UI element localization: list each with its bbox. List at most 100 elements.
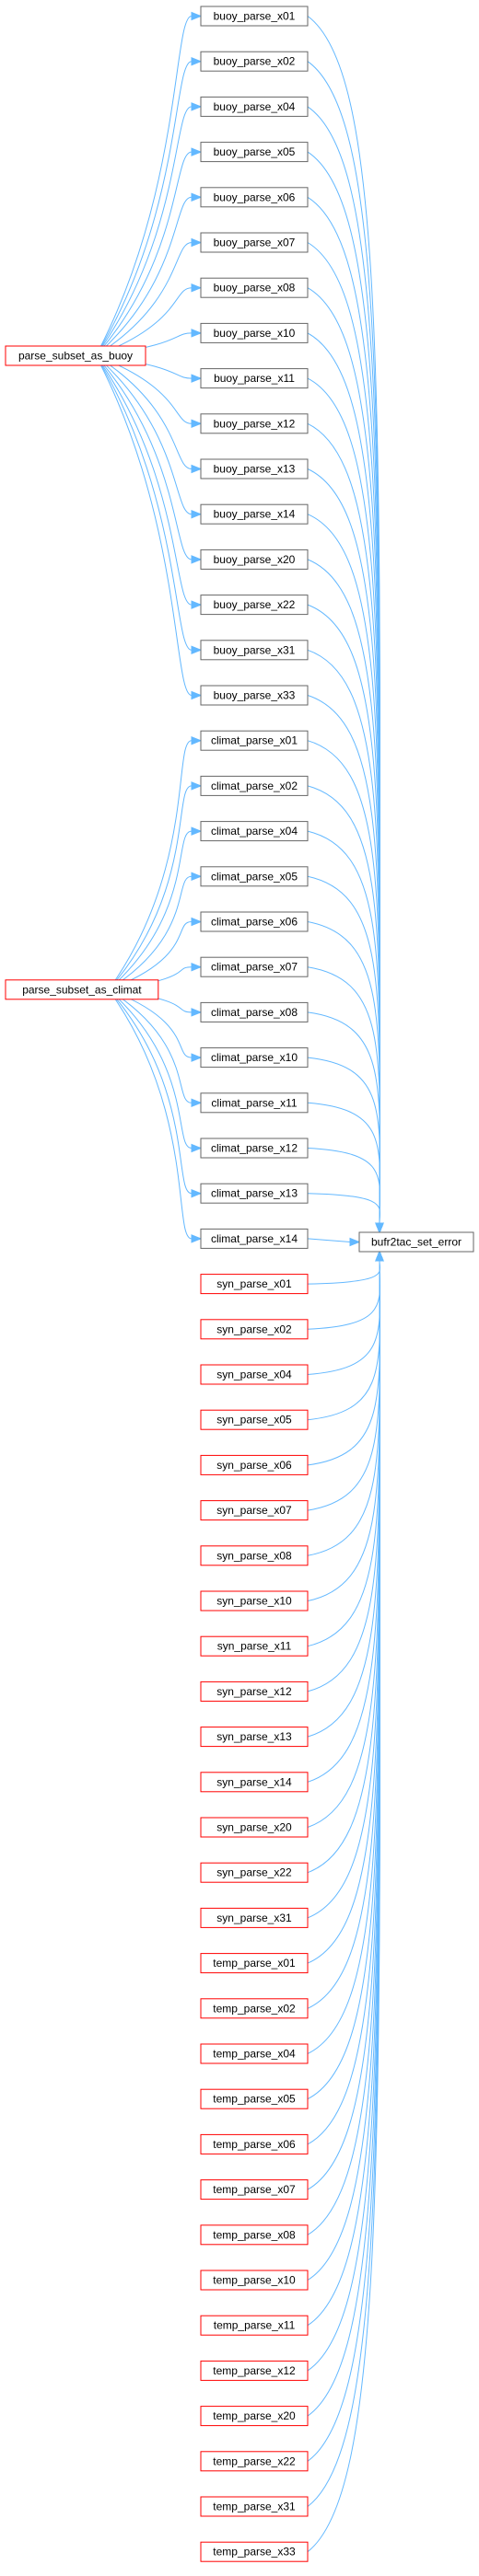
climat-parse-x01-node[interactable]: climat_parse_x01: [200, 730, 309, 751]
temp-parse-x11-node[interactable]: temp_parse_x11: [200, 2315, 309, 2336]
syn-parse-x20-node[interactable]: syn_parse_x20: [200, 1817, 309, 1838]
syn-parse-x14-node-box: [200, 1772, 309, 1793]
buoy-parse-x14-node[interactable]: buoy_parse_x14: [200, 503, 309, 525]
nodes-layer: parse_subset_as_buoy buoy_parse_x01 buoy_p…: [5, 6, 474, 2562]
buoy-parse-x33-node[interactable]: buoy_parse_x33: [200, 685, 309, 706]
edge-parse-subset-as-climat-to-climat-parse-x13: [111, 993, 203, 1198]
bufr2tac-set-error-node[interactable]: bufr2tac_set_error: [358, 1231, 474, 1253]
climat-parse-x14-node[interactable]: climat_parse_x14: [200, 1228, 309, 1249]
parse-subset-as-climat-node[interactable]: parse_subset_as_climat: [5, 979, 159, 1000]
temp-parse-x04-node[interactable]: temp_parse_x04: [200, 2043, 309, 2064]
buoy-parse-x07-node[interactable]: buoy_parse_x07: [200, 232, 309, 253]
buoy-parse-x31-node[interactable]: buoy_parse_x31: [200, 640, 309, 661]
buoy-parse-x22-node-label: buoy_parse_x22: [214, 598, 296, 611]
temp-parse-x06-node[interactable]: temp_parse_x06: [200, 2133, 309, 2154]
buoy-parse-x11-node[interactable]: buoy_parse_x11: [200, 368, 309, 389]
climat-parse-x12-node[interactable]: climat_parse_x12: [200, 1138, 309, 1159]
syn-parse-x13-node[interactable]: syn_parse_x13: [200, 1727, 309, 1748]
climat-parse-x08-node[interactable]: climat_parse_x08: [200, 1001, 309, 1022]
buoy-parse-x31-node-box: [200, 640, 309, 661]
buoy-parse-x10-node[interactable]: buoy_parse_x10: [200, 322, 309, 343]
syn-parse-x07-node[interactable]: syn_parse_x07: [200, 1500, 309, 1521]
buoy-parse-x08-node[interactable]: buoy_parse_x08: [200, 277, 309, 298]
syn-parse-x08-node-box: [200, 1545, 309, 1566]
syn-parse-x06-node[interactable]: syn_parse_x06: [200, 1454, 309, 1475]
climat-parse-x14-node-label: climat_parse_x14: [211, 1232, 298, 1245]
syn-parse-x06-node-label: syn_parse_x06: [216, 1459, 292, 1472]
syn-parse-x12-node[interactable]: syn_parse_x12: [200, 1681, 309, 1702]
temp-parse-x02-node-box: [200, 1998, 309, 2019]
buoy-parse-x02-node-label: buoy_parse_x02: [214, 55, 296, 68]
buoy-parse-x33-node-box: [200, 685, 309, 706]
temp-parse-x02-node[interactable]: temp_parse_x02: [200, 1998, 309, 2019]
syn-parse-x10-node[interactable]: syn_parse_x10: [200, 1590, 309, 1611]
edge-parse-subset-as-climat-to-climat-parse-x06-arrowhead: [191, 917, 203, 927]
buoy-parse-x13-node[interactable]: buoy_parse_x13: [200, 458, 309, 479]
buoy-parse-x05-node[interactable]: buoy_parse_x05: [200, 142, 309, 163]
edge-syn-parse-x20-to-target: [307, 1250, 384, 1828]
edge-syn-parse-x11-to-target: [307, 1250, 384, 1647]
buoy-parse-x04-node[interactable]: buoy_parse_x04: [200, 96, 309, 117]
climat-parse-x05-node[interactable]: climat_parse_x05: [200, 866, 309, 887]
edge-buoy-parse-x12-to-target: [307, 422, 384, 1234]
buoy-parse-x12-node[interactable]: buoy_parse_x12: [200, 413, 309, 434]
temp-parse-x07-node-box: [200, 2179, 309, 2201]
climat-parse-x02-node[interactable]: climat_parse_x02: [200, 775, 309, 796]
edge-syn-parse-x05-to-target: [307, 1250, 384, 1421]
climat-parse-x13-node[interactable]: climat_parse_x13: [200, 1183, 309, 1204]
edge-climat-parse-x08-to-target: [307, 1011, 384, 1234]
climat-parse-x06-node[interactable]: climat_parse_x06: [200, 911, 309, 932]
temp-parse-x07-node-label: temp_parse_x07: [213, 2183, 296, 2196]
temp-parse-x08-node[interactable]: temp_parse_x08: [200, 2224, 309, 2246]
climat-parse-x07-node[interactable]: climat_parse_x07: [200, 956, 309, 977]
syn-parse-x11-node[interactable]: syn_parse_x11: [200, 1635, 309, 1657]
edge-parse-subset-as-buoy-to-buoy-parse-x33-arrowhead: [191, 690, 203, 700]
syn-parse-x31-node-label: syn_parse_x31: [216, 1912, 292, 1924]
temp-parse-x31-node[interactable]: temp_parse_x31: [200, 2496, 309, 2517]
temp-parse-x07-node[interactable]: temp_parse_x07: [200, 2179, 309, 2201]
syn-parse-x14-node[interactable]: syn_parse_x14: [200, 1772, 309, 1793]
climat-parse-x02-node-label: climat_parse_x02: [211, 780, 298, 792]
buoy-parse-x20-node[interactable]: buoy_parse_x20: [200, 549, 309, 570]
buoy-parse-x01-node[interactable]: buoy_parse_x01: [200, 6, 309, 27]
parse-subset-as-buoy-node-label: parse_subset_as_buoy: [18, 350, 133, 363]
buoy-parse-x22-node[interactable]: buoy_parse_x22: [200, 595, 309, 616]
climat-parse-x04-node[interactable]: climat_parse_x04: [200, 821, 309, 842]
edge-parse-subset-as-climat-to-climat-parse-x02-arrowhead: [191, 781, 203, 791]
buoy-parse-x20-node-box: [200, 549, 309, 570]
temp-parse-x33-node[interactable]: temp_parse_x33: [200, 2541, 309, 2562]
climat-parse-x01-node-label: climat_parse_x01: [211, 734, 298, 747]
syn-parse-x02-node[interactable]: syn_parse_x02: [200, 1319, 309, 1340]
temp-parse-x04-node-label: temp_parse_x04: [213, 2048, 296, 2061]
temp-parse-x20-node[interactable]: temp_parse_x20: [200, 2406, 309, 2427]
climat-parse-x11-node-box: [200, 1092, 309, 1114]
temp-parse-x12-node[interactable]: temp_parse_x12: [200, 2360, 309, 2381]
syn-parse-x05-node-box: [200, 1409, 309, 1430]
temp-parse-x10-node-box: [200, 2270, 309, 2291]
syn-parse-x01-node[interactable]: syn_parse_x01: [200, 1274, 309, 1295]
edge-climat-parse-x13-to-target: [307, 1193, 384, 1234]
edge-climat-parse-x14-to-target-arrowhead: [349, 1237, 361, 1247]
syn-parse-x31-node[interactable]: syn_parse_x31: [200, 1907, 309, 1928]
edge-parse-subset-as-buoy-to-buoy-parse-x04: [99, 102, 203, 352]
parse-subset-as-buoy-node[interactable]: parse_subset_as_buoy: [5, 345, 146, 366]
syn-parse-x08-node[interactable]: syn_parse_x08: [200, 1545, 309, 1566]
climat-parse-x11-node[interactable]: climat_parse_x11: [200, 1092, 309, 1114]
syn-parse-x04-node[interactable]: syn_parse_x04: [200, 1364, 309, 1385]
buoy-parse-x06-node[interactable]: buoy_parse_x06: [200, 187, 309, 208]
edge-temp-parse-x01-to-target: [307, 1250, 384, 1964]
temp-parse-x10-node[interactable]: temp_parse_x10: [200, 2270, 309, 2291]
temp-parse-x05-node[interactable]: temp_parse_x05: [200, 2088, 309, 2109]
temp-parse-x11-node-box: [200, 2315, 309, 2336]
syn-parse-x22-node[interactable]: syn_parse_x22: [200, 1862, 309, 1883]
buoy-parse-x13-node-box: [200, 458, 309, 479]
edge-climat-parse-x12-to-target: [307, 1148, 384, 1234]
temp-parse-x22-node[interactable]: temp_parse_x22: [200, 2451, 309, 2472]
climat-parse-x10-node[interactable]: climat_parse_x10: [200, 1047, 309, 1069]
buoy-parse-x02-node[interactable]: buoy_parse_x02: [200, 51, 309, 72]
buoy-parse-x14-node-box: [200, 503, 309, 525]
syn-parse-x05-node[interactable]: syn_parse_x05: [200, 1409, 309, 1430]
edge-climat-parse-x06-to-target: [307, 921, 384, 1234]
temp-parse-x01-node[interactable]: temp_parse_x01: [200, 1953, 309, 1974]
edge-parse-subset-as-buoy-to-buoy-parse-x06-arrowhead: [191, 192, 203, 202]
